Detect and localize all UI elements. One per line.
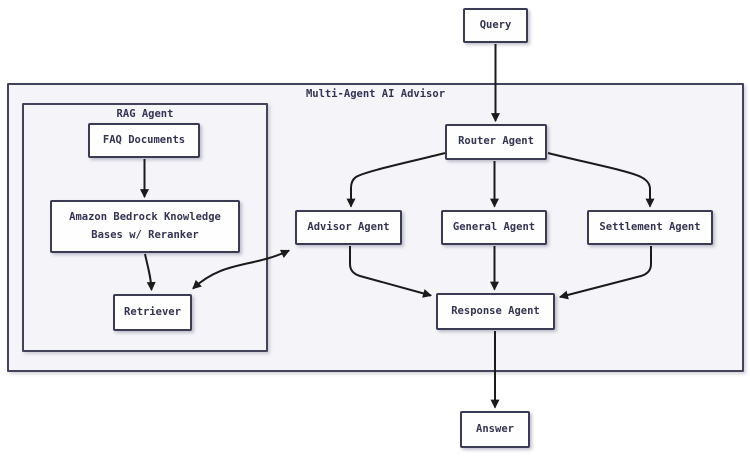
node-advisor-agent: Advisor Agent	[295, 210, 402, 245]
multi-agent-container-title: Multi-Agent AI Advisor	[305, 88, 446, 100]
node-router-agent: Router Agent	[445, 124, 547, 160]
rag-agent-container-title: RAG Agent	[116, 108, 174, 120]
node-general-agent-label: General Agent	[452, 220, 536, 233]
node-retriever-label: Retriever	[124, 305, 181, 318]
node-faq-documents-label: FAQ Documents	[102, 133, 186, 146]
node-answer: Answer	[460, 411, 530, 448]
node-retriever: Retriever	[113, 294, 192, 331]
node-general-agent: General Agent	[441, 210, 547, 245]
node-answer-label: Answer	[476, 422, 514, 435]
node-amazon-bedrock-label: Amazon Bedrock Knowledge Bases w/ Rerank…	[69, 211, 221, 241]
node-advisor-agent-label: Advisor Agent	[307, 220, 390, 233]
node-router-agent-label: Router Agent	[458, 135, 534, 148]
node-settlement-agent-label: Settlement Agent	[599, 220, 701, 233]
node-faq-documents: FAQ Documents	[88, 123, 200, 158]
node-query: Query	[463, 8, 528, 43]
node-amazon-bedrock-knowledge-bases: Amazon Bedrock Knowledge Bases w/ Rerank…	[50, 200, 240, 253]
node-response-agent-label: Response Agent	[451, 304, 540, 317]
node-response-agent: Response Agent	[436, 293, 555, 330]
node-settlement-agent: Settlement Agent	[587, 210, 713, 245]
node-query-label: Query	[479, 18, 512, 31]
